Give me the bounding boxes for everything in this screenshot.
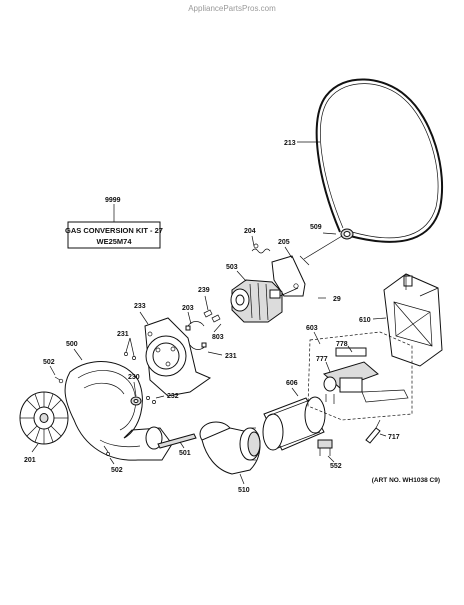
gas-conversion-kit: 9999 GAS CONVERSION KIT - 27 WE25M74	[65, 197, 163, 249]
motor-bracket	[271, 255, 306, 297]
callout-231-right: 231	[225, 353, 237, 360]
callout-603: 603	[306, 325, 318, 332]
callout-606: 606	[286, 380, 298, 387]
combustion-chamber	[262, 396, 326, 451]
kit-box	[67, 221, 161, 249]
callout-777: 777	[316, 356, 328, 363]
callout-9999: 9999	[105, 197, 121, 204]
exhaust-duct	[199, 421, 261, 475]
callout-29: 29	[333, 296, 341, 303]
callout-503: 503	[226, 264, 238, 271]
callout-509: 509	[310, 224, 322, 231]
callout-203: 203	[182, 305, 194, 312]
callout-502-bottom: 502	[111, 467, 123, 474]
drive-belt	[315, 78, 444, 243]
callout-501: 501	[179, 450, 191, 457]
callout-231-left: 231	[117, 331, 129, 338]
kit-model: WE25M74	[96, 237, 132, 246]
base-plate	[144, 317, 212, 397]
callout-201: 201	[24, 457, 36, 464]
callout-205: 205	[278, 239, 290, 246]
callout-204: 204	[244, 228, 256, 235]
art-number: (ART NO. WH1038 C9)	[372, 477, 440, 484]
callout-610: 610	[359, 317, 371, 324]
blower-wheel	[19, 391, 69, 445]
motor-mount-clamps	[185, 321, 207, 350]
igniter-717	[365, 419, 381, 444]
callout-803: 803	[212, 334, 224, 341]
seal-strip-501	[157, 433, 197, 449]
watermark: AppliancePartsPros.com	[188, 4, 276, 13]
callout-778: 778	[336, 341, 348, 348]
callout-232: 232	[167, 393, 179, 400]
callout-213: 213	[284, 140, 296, 147]
kit-title: GAS CONVERSION KIT - 27	[65, 226, 163, 235]
blower-screw-bottom	[103, 445, 110, 456]
idler-pulley	[299, 228, 354, 266]
blower-housing	[64, 361, 173, 461]
gas-valve-assembly	[307, 331, 413, 421]
blower-screw-top	[54, 376, 64, 384]
flame-sensor-552	[317, 439, 333, 456]
callout-500: 500	[66, 341, 78, 348]
callout-239: 239	[198, 287, 210, 294]
screws-232	[146, 396, 156, 404]
idler-spring	[251, 243, 271, 254]
burner-housing	[383, 273, 443, 367]
callout-510: 510	[238, 487, 250, 494]
drive-motor	[230, 279, 299, 323]
callout-552: 552	[330, 463, 342, 470]
callout-230: 230	[128, 374, 140, 381]
callout-233: 233	[134, 303, 146, 310]
grommet-230	[130, 396, 142, 406]
motor-clips	[203, 309, 221, 323]
callout-717: 717	[388, 434, 400, 441]
callout-502-top: 502	[43, 359, 55, 366]
screws-231	[124, 337, 136, 360]
